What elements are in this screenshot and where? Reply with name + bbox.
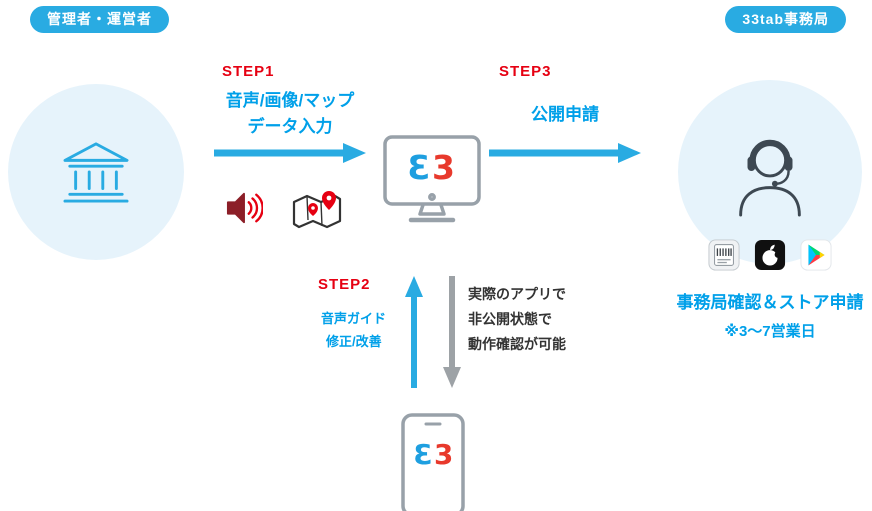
audio-speaker-icon [226,192,263,224]
step2-line2: 修正/改善 [326,334,382,349]
svg-text:3: 3 [434,438,453,470]
result-line2: ※3〜7営業日 [724,323,816,340]
step1-line1: 音声/画像/マップ [225,91,355,110]
svg-text:3: 3 [413,438,432,470]
google-play-icon [800,239,832,271]
svg-text:3: 3 [407,148,430,186]
step2-label: STEP2 [318,276,371,293]
smartphone-icon [401,413,465,511]
office-circle [678,80,862,264]
result-text: 事務局確認＆ストア申請 ※3〜7営業日 [668,288,872,341]
step1-arrow [214,143,366,163]
step2-up-arrow [405,276,423,388]
apple-appstore-icon [754,239,786,271]
svg-text:3: 3 [432,148,455,186]
admin-circle [8,84,184,260]
result-line1: 事務局確認＆ストア申請 [676,293,864,312]
preview-note-line2: 非公開状態で [468,311,552,327]
preview-note: 実際のアプリで 非公開状態で 動作確認が可能 [468,282,566,357]
bank-building-icon [63,142,129,203]
preview-note-line1: 実際のアプリで [468,286,566,302]
33tab-logo: 3 3 [407,148,455,186]
step1-line2: データ入力 [247,117,333,137]
map-pins-icon [292,191,342,229]
step3-arrow [489,143,641,163]
headset-operator-icon [739,139,801,217]
step1-label: STEP1 [222,63,275,80]
desktop-monitor-icon [383,135,481,223]
admin-badge: 管理者・運営者 [30,6,169,33]
33tab-logo: 3 3 [413,438,453,470]
store-icons [708,239,832,271]
step3-line1: 公開申請 [531,105,599,124]
step3-label: STEP3 [499,63,552,80]
step1-text: 音声/画像/マップ データ入力 [214,88,366,141]
step2-line1: 音声ガイド [321,311,387,326]
preview-note-line3: 動作確認が可能 [468,336,566,352]
office-badge: 33tab事務局 [725,6,846,33]
preview-down-arrow [443,276,461,388]
barcode-app-icon [708,239,740,271]
